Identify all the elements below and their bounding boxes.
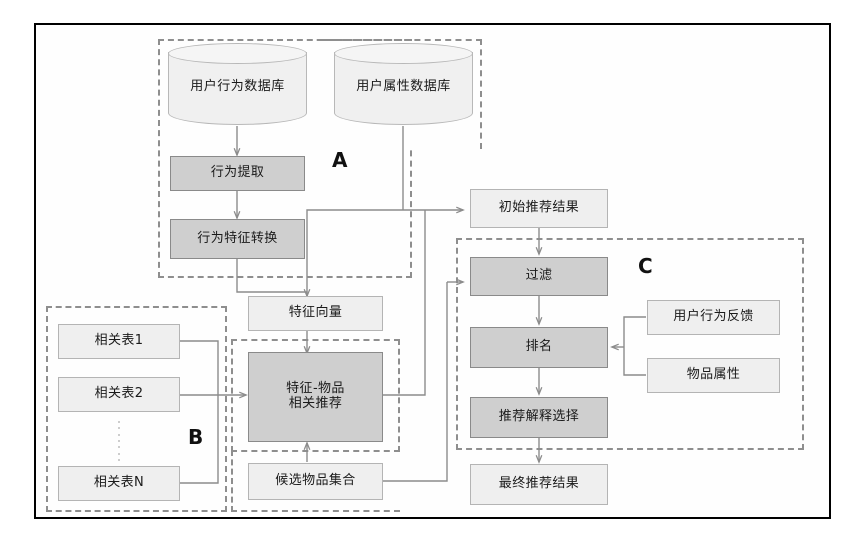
node-behavior-feature-transform-label: 行为特征转换	[197, 230, 278, 246]
node-filter-label: 过滤	[525, 268, 553, 284]
database-user-attribute-label: 用户属性数据库	[356, 78, 451, 94]
group-candidate-boundary	[231, 450, 400, 512]
node-final-recommend-result-label: 最终推荐结果	[498, 476, 580, 492]
node-feature-item-recommend-line1: 特征-物品	[286, 381, 345, 397]
database-user-behavior-label: 用户行为数据库	[190, 78, 285, 94]
node-ranking-label: 排名	[525, 339, 553, 355]
cylinder-body	[168, 52, 307, 125]
cylinder-body	[334, 52, 473, 125]
node-item-attribute-label: 物品属性	[686, 367, 741, 383]
node-filter[interactable]: 过滤	[470, 257, 608, 296]
node-user-behavior-feedback-label: 用户行为反馈	[673, 309, 754, 325]
database-user-behavior: 用户行为数据库	[168, 43, 307, 125]
group-c-label: C	[638, 254, 653, 278]
node-related-table-n[interactable]: 相关表N	[58, 466, 180, 501]
node-related-table-n-label: 相关表N	[93, 475, 145, 491]
node-behavior-extraction[interactable]: 行为提取	[170, 156, 305, 191]
group-c-boundary	[456, 238, 804, 450]
node-recommend-explanation-select-label: 推荐解释选择	[498, 409, 580, 425]
node-candidate-item-set-label: 候选物品集合	[275, 473, 356, 489]
group-b-label: B	[188, 425, 204, 449]
node-recommend-explanation-select[interactable]: 推荐解释选择	[470, 397, 608, 438]
node-candidate-item-set[interactable]: 候选物品集合	[248, 463, 383, 500]
cylinder-top	[334, 43, 473, 64]
group-a-label: A	[332, 148, 348, 172]
node-final-recommend-result[interactable]: 最终推荐结果	[470, 464, 608, 505]
node-user-behavior-feedback[interactable]: 用户行为反馈	[647, 300, 780, 335]
node-related-table-1-label: 相关表1	[94, 333, 144, 349]
node-feature-item-recommend[interactable]: 特征-物品 相关推荐	[248, 352, 383, 442]
cylinder-top	[168, 43, 307, 64]
database-user-attribute: 用户属性数据库	[334, 43, 473, 125]
node-behavior-feature-transform[interactable]: 行为特征转换	[170, 219, 305, 259]
node-related-table-1[interactable]: 相关表1	[58, 324, 180, 359]
node-related-table-2[interactable]: 相关表2	[58, 377, 180, 412]
node-feature-vector[interactable]: 特征向量	[248, 296, 383, 331]
ellipsis-vertical-icon	[118, 421, 120, 461]
node-behavior-extraction-label: 行为提取	[210, 165, 265, 181]
node-feature-vector-label: 特征向量	[288, 305, 343, 321]
node-initial-recommend-result[interactable]: 初始推荐结果	[470, 189, 608, 228]
node-initial-recommend-result-label: 初始推荐结果	[498, 200, 580, 216]
node-item-attribute[interactable]: 物品属性	[647, 358, 780, 393]
node-ranking[interactable]: 排名	[470, 327, 608, 368]
node-feature-item-recommend-line2: 相关推荐	[288, 396, 343, 411]
group-a-boundary-extension	[322, 39, 482, 149]
group-b-boundary	[46, 306, 227, 512]
node-related-table-2-label: 相关表2	[94, 386, 144, 402]
